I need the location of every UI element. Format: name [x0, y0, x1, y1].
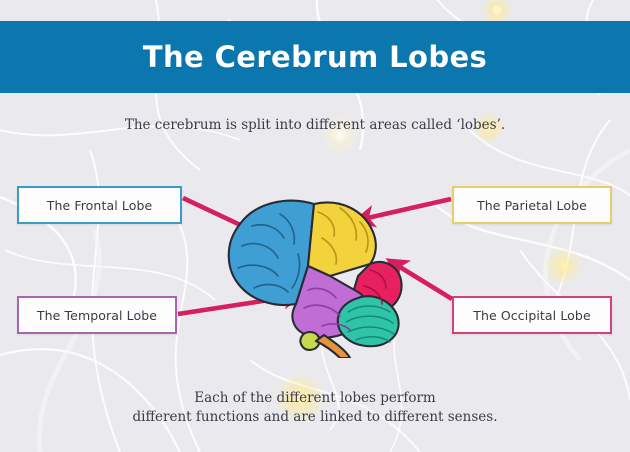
outro-paragraph: Each of the different lobes perform diff…: [0, 389, 630, 427]
label-text-occipital-lobe: The Occipital Lobe: [473, 307, 591, 323]
brain-region-parietal-lobe: [306, 201, 377, 278]
label-box-frontal-lobe[interactable]: The Frontal Lobe: [17, 186, 182, 224]
outro-line-1: Each of the different lobes perform: [194, 390, 436, 406]
label-box-parietal-lobe[interactable]: The Parietal Lobe: [452, 186, 612, 224]
label-box-temporal-lobe[interactable]: The Temporal Lobe: [17, 296, 177, 334]
label-text-temporal-lobe: The Temporal Lobe: [36, 307, 158, 323]
label-text-frontal-lobe: The Frontal Lobe: [46, 197, 153, 213]
intro-paragraph: The cerebrum is split into different are…: [124, 117, 506, 133]
brain-region-brain-stem: [314, 333, 352, 360]
page-title: The Cerebrum Lobes: [142, 40, 488, 74]
outro-line-2: different functions and are linked to di…: [132, 409, 498, 425]
label-text-parietal-lobe: The Parietal Lobe: [477, 197, 587, 213]
label-box-occipital-lobe[interactable]: The Occipital Lobe: [452, 296, 612, 334]
header-banner: The Cerebrum Lobes: [0, 21, 630, 93]
brain-illustration: [218, 192, 424, 360]
